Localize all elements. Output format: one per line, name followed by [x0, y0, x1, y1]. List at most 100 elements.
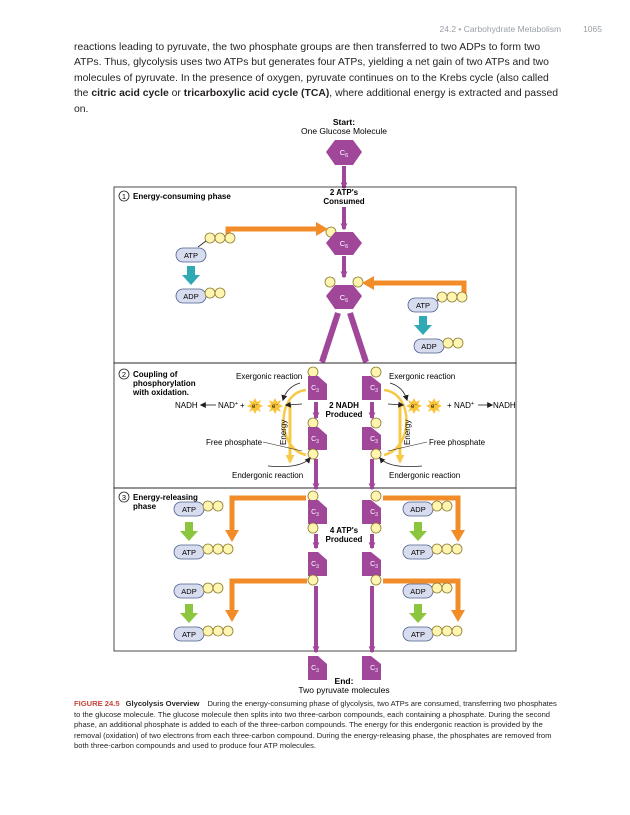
adp-pill-right-top: ADP — [402, 500, 453, 517]
adp-pill-2: ADP — [413, 337, 464, 354]
atp-produced-line1: 4 ATP's — [330, 526, 359, 535]
figure-label: FIGURE 24.5 — [74, 699, 120, 708]
svg-text:C3: C3 — [370, 385, 378, 394]
exergonic-label-left: Exergonic reaction — [236, 372, 302, 381]
adp-pill-right-3: ADP — [402, 582, 453, 599]
svg-text:C6: C6 — [340, 148, 348, 159]
svg-text:e−: e− — [272, 402, 278, 410]
adp-pill-left-3: ADP — [173, 582, 224, 599]
end-sublabel: Two pyruvate molecules — [298, 685, 389, 695]
c6-phosphorylated-1: C6 — [325, 226, 362, 255]
section-title: 24.2 • Carbohydrate Metabolism — [439, 24, 562, 34]
endergonic-curve-left — [267, 457, 311, 467]
adp-pill-1: ADP — [175, 287, 226, 304]
endergonic-curve-right — [379, 457, 423, 467]
intro-text-3: , where additional energy is extracted a… — [74, 88, 559, 115]
svg-text:NAD+: NAD+ — [218, 401, 238, 410]
c3-right-phase2-bottom: C3 — [362, 417, 382, 460]
svg-text:Coupling of: Coupling of — [133, 370, 178, 379]
svg-text:2: 2 — [122, 370, 126, 379]
coupling-arc-right — [383, 388, 408, 457]
phase-box-1 — [113, 186, 517, 364]
c3-pyruvate-left: C3 — [308, 656, 327, 680]
phosphate-transfer-left-2 — [225, 578, 307, 622]
svg-text:ATP: ATP — [184, 251, 198, 260]
intro-text-2: or — [168, 88, 184, 100]
figure-title: Glycolysis Overview — [125, 699, 200, 708]
svg-text:ATP: ATP — [416, 301, 430, 310]
term-citric-acid-cycle: citric acid cycle — [91, 88, 169, 100]
svg-text:ADP: ADP — [421, 342, 436, 351]
intro-paragraph: reactions leading to pyruvate, the two p… — [74, 40, 562, 117]
green-arrow-right-2 — [409, 604, 427, 623]
end-label: End: — [335, 676, 354, 686]
endergonic-label-left: Endergonic reaction — [232, 471, 303, 480]
exergonic-arrow-left — [281, 382, 301, 402]
svg-text:ADP: ADP — [410, 505, 425, 514]
nadh-left-group: NADH NAD+ + e− e− — [175, 398, 303, 414]
svg-text:ATP: ATP — [411, 630, 425, 639]
svg-text:e−: e− — [431, 402, 437, 410]
svg-text:C6: C6 — [340, 293, 348, 304]
svg-text:phase: phase — [133, 502, 157, 511]
svg-text:C3: C3 — [370, 561, 378, 570]
svg-text:C6: C6 — [340, 239, 348, 250]
atp-pill-right-2: ATP — [402, 543, 463, 560]
atp-produced-line2: Produced — [326, 535, 363, 544]
svg-text:ATP: ATP — [182, 630, 196, 639]
green-arrow-right-1 — [409, 522, 427, 541]
page-header: 24.2 • Carbohydrate Metabolism 1065 — [440, 24, 603, 34]
phosphate-transfer-right-1 — [383, 495, 465, 542]
c3-left-phase2-bottom: C3 — [307, 417, 327, 460]
svg-text:ADP: ADP — [183, 292, 198, 301]
c3-right-phase3-mid: C3 — [362, 552, 382, 586]
phosphate-transfer-left-1 — [225, 495, 306, 542]
svg-text:ATP: ATP — [182, 505, 196, 514]
atp-pill-right-4: ATP — [402, 625, 463, 642]
svg-text:NAD+: NAD+ — [454, 401, 474, 410]
atp-pill-2: ATP — [362, 276, 468, 313]
svg-text:with oxidation.: with oxidation. — [132, 388, 189, 397]
atp-pill-left-top: ATP — [173, 500, 224, 517]
svg-text:C3: C3 — [370, 665, 378, 674]
c3-left-phase2-top: C3 — [307, 366, 327, 400]
svg-text:phosphorylation: phosphorylation — [133, 379, 196, 388]
svg-text:ADP: ADP — [410, 587, 425, 596]
phase-2-label: 2 Coupling of phosphorylation with oxida… — [118, 368, 196, 397]
svg-text:1: 1 — [122, 192, 126, 201]
atp-pill-1: ATP — [175, 222, 328, 263]
energy-label-right: Energy — [403, 420, 412, 445]
svg-text:NADH: NADH — [175, 401, 198, 410]
atp-consumed-note-line2: Consumed — [323, 197, 364, 206]
c3-pyruvate-right: C3 — [362, 656, 381, 680]
green-arrow-left-2 — [180, 604, 198, 623]
endergonic-label-right: Endergonic reaction — [389, 471, 460, 480]
svg-text:3: 3 — [122, 493, 126, 502]
free-phosphate-left: Free phosphate — [206, 438, 263, 447]
c3-left-phase3-mid: C3 — [307, 552, 327, 586]
c6-glucose-start: C6 — [326, 140, 362, 165]
green-arrow-left-1 — [180, 522, 198, 541]
nadh-right-group: e− e− + NAD+ NADH — [387, 398, 516, 414]
svg-text:+: + — [447, 401, 452, 410]
svg-text:C3: C3 — [370, 509, 378, 518]
split-arrow-left — [319, 312, 341, 364]
page-number: 1065 — [583, 24, 602, 34]
energy-label-left: Energy — [279, 420, 288, 445]
intro-text-1: reactions leading to pyruvate, the two p… — [74, 42, 549, 100]
c3-right-phase2-top: C3 — [362, 366, 382, 400]
c3-left-phase3-top: C3 — [307, 490, 327, 534]
split-arrow-right — [347, 312, 369, 364]
c3-right-phase3-top: C3 — [362, 490, 382, 534]
phase-1-label: 1 Energy-consuming phase — [118, 190, 231, 202]
svg-text:+: + — [240, 401, 245, 410]
svg-text:ADP: ADP — [181, 587, 196, 596]
start-label: Start: — [333, 117, 355, 127]
nadh-produced-line2: Produced — [326, 410, 363, 419]
exergonic-label-right: Exergonic reaction — [389, 372, 455, 381]
svg-text:C3: C3 — [311, 665, 319, 674]
svg-text:e−: e− — [411, 402, 417, 410]
svg-text:C3: C3 — [311, 385, 319, 394]
teal-arrow-2 — [414, 316, 432, 335]
svg-text:C3: C3 — [370, 436, 378, 445]
